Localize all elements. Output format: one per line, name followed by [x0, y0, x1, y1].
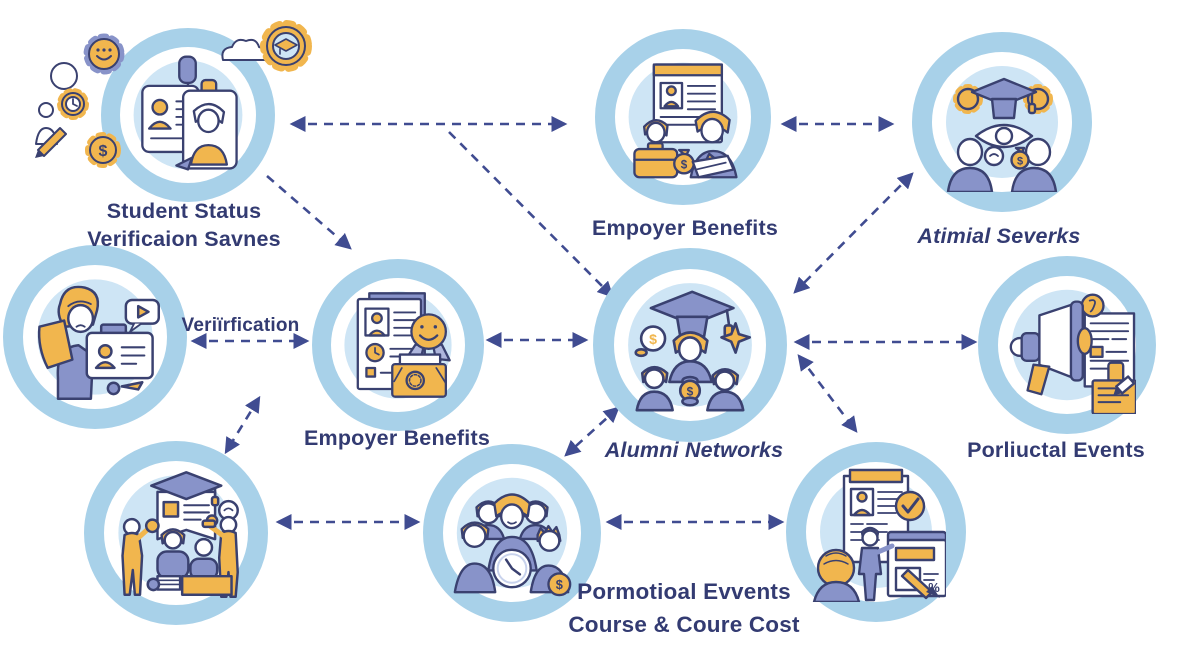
- node-classroom-training: [84, 441, 268, 625]
- svg-text:$: $: [556, 577, 563, 592]
- classroom-teaching-icon: [118, 471, 239, 599]
- node-employer-benefits-top: $: [595, 29, 771, 205]
- graduation-eye-discussion-icon: $: [946, 66, 1058, 192]
- svg-text:$: $: [681, 158, 688, 171]
- label-porliuctal-events: Porliuctal Events: [967, 438, 1145, 462]
- megaphone-announcement-icon: [1009, 289, 1136, 414]
- id-cards-gears-icon: [133, 55, 243, 171]
- node-porliuctal-events: [978, 256, 1156, 434]
- label-alumni-networks: Alumni Networks: [604, 438, 784, 462]
- label-student-status-line1: Student Status: [106, 199, 262, 223]
- alumni-group-graduation-icon: $ $: [628, 283, 752, 412]
- node-employer-benefits-mid: [312, 259, 484, 431]
- label-promo-line2: Course & Coure Cost: [568, 611, 800, 637]
- label-promotional-events: Pormotioal Evvents Course & Coure Cost: [534, 576, 834, 641]
- svg-text:$: $: [649, 331, 657, 347]
- arrow-advisor-classroom: [224, 395, 261, 455]
- svg-text:$: $: [687, 384, 694, 398]
- label-employer-benefits-top: Empoyer Benefits: [591, 216, 778, 240]
- documents-check-percent-icon: %: [812, 468, 946, 602]
- svg-text:$: $: [1017, 156, 1023, 168]
- node-atimial-severks: $: [912, 32, 1092, 212]
- label-employer-benefits-mid: Empoyer Benefits: [303, 426, 490, 450]
- node-advisor-verification: [3, 245, 187, 429]
- label-verification: Veriïrfication: [181, 315, 300, 336]
- certificate-award-envelope-icon: [344, 291, 452, 399]
- label-promo-line1: Pormotioal Evvents: [577, 579, 791, 604]
- label-student-status-line2: Verificaion Savnes: [87, 227, 281, 252]
- arrow-alumni-documents: [797, 354, 858, 433]
- label-student-status: Student Status Verificaion Savnes: [34, 197, 334, 254]
- node-student-status-verification: [101, 28, 275, 202]
- advisor-id-screen-icon: [37, 279, 161, 400]
- node-promotional-group: $: [423, 444, 601, 622]
- node-alumni-networks: $ $: [593, 248, 787, 442]
- label-atimial-severks: Atimial Severks: [917, 224, 1081, 248]
- recruiter-resume-money-icon: $: [628, 62, 738, 179]
- people-group-clock-coin-icon: $: [453, 477, 572, 597]
